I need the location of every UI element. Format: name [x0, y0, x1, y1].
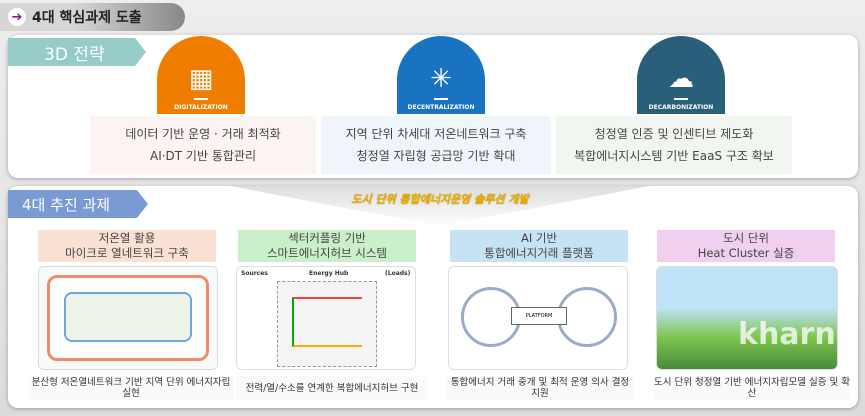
decarbonization-badge: ☁ DECARBONIZATION	[637, 36, 725, 114]
section-header: ➔ 4대 핵심과제 도출	[0, 3, 185, 31]
section-title: 4대 핵심과제 도출	[32, 10, 142, 26]
strategy-line: 청정열 인증 및 인센티브 제도화	[594, 127, 754, 141]
hub-loads-label: (Loads)	[385, 270, 411, 277]
heading-line: AI 기반	[520, 231, 558, 245]
heading-line: 통합에너지거래 플랫폼	[484, 246, 594, 260]
task-caption: 도시 단위 청정열 기반 에너지자립모델 실증 및 확산	[653, 376, 851, 400]
strategy-line: 지역 단위 차세대 저온네트워크 구축	[345, 127, 527, 141]
energy-hub-diagram: Sources Energy Hub (Loads)	[236, 266, 416, 370]
hub-title-label: Energy Hub	[309, 270, 349, 277]
heading-line: 스마트에너지허브 시스템	[266, 246, 388, 260]
arrow-right-icon: ➔	[8, 8, 26, 26]
strategy-tag: 3D 전략	[8, 38, 146, 66]
heading-line: 섹터커플링 기반	[288, 231, 366, 245]
strategy-text-digitalization: 데이터 기반 운영 · 거래 최적화 AI·DT 기반 통합관리	[90, 116, 316, 174]
task-caption: 통합에너지 거래 중개 및 최적 운영 의사 결정 지원	[445, 376, 635, 400]
strategy-line: AI·DT 기반 통합관리	[149, 149, 256, 163]
decentralization-label: DECENTRALIZATION	[407, 104, 475, 111]
task-caption: 전력/열/수소를 연계한 복합에너지허브 구현	[236, 376, 428, 400]
heading-line: 도시 단위	[723, 231, 769, 245]
qr-code-icon: ▦	[188, 64, 214, 94]
strategy-line: 데이터 기반 운영 · 거래 최적화	[125, 127, 281, 141]
tasks-banner: 도시 단위 통합에너지운영 솔루션 개발	[351, 193, 529, 206]
network-node-icon: ✳	[430, 64, 452, 94]
strategy-line: 청정열 자립형 공급망 기반 확대	[356, 149, 516, 163]
watermark: kharn	[738, 317, 836, 352]
heading-line: Heat Cluster 실증	[697, 246, 795, 260]
task-caption: 분산형 저온열네트워크 기반 지역 단위 에너지자립 실현	[28, 376, 234, 400]
tasks-tag: 4대 추진 과제	[8, 190, 148, 218]
digitalization-badge: ▦ DIGITALIZATION	[157, 36, 245, 114]
heading-line: 마이크로 열네트워크 구축	[65, 246, 189, 260]
heading-line: 저온열 활용	[98, 231, 156, 245]
decarbonization-label: DECARBONIZATION	[648, 104, 714, 111]
platform-diagram: PLATFORM	[448, 266, 628, 370]
micro-network-illustration	[38, 266, 218, 370]
digitalization-label: DIGITALIZATION	[174, 104, 228, 111]
hub-box	[277, 281, 377, 367]
heat-cluster-illustration	[656, 266, 838, 370]
hub-sources-label: Sources	[241, 270, 268, 277]
platform-label: PLATFORM	[511, 307, 567, 325]
cloud-icon: ☁	[668, 64, 694, 94]
hub-flows	[292, 297, 362, 347]
strategy-line: 복합에너지시스템 기반 EaaS 구조 확보	[574, 149, 774, 163]
decentralization-badge: ✳ DECENTRALIZATION	[397, 36, 485, 114]
